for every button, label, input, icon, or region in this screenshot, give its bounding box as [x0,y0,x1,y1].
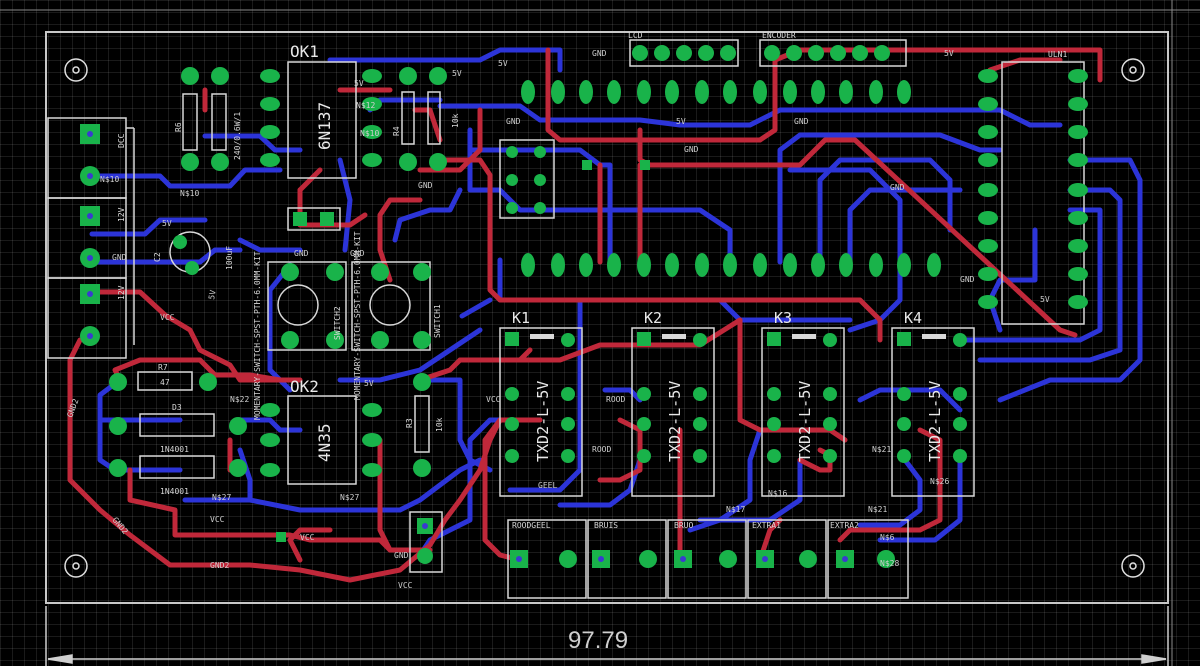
label-r7: R7 [158,363,168,372]
label-k4: K4 [904,309,922,327]
label-c2-value: 100uF [225,246,234,270]
label-con-roodgeel: ROODGEEL [512,521,551,530]
label-switch1: SWITCH1 [433,304,442,338]
board-outline [45,31,1169,604]
net-n27-a: N$27 [340,493,359,502]
label-con-extra1: EXTRA1 [752,521,781,530]
net-n16: N$16 [768,489,787,498]
label-k2-value: TXD2-L-5V [666,381,684,462]
net-gnd-9: GND [394,551,409,560]
net-5v-5: 5V [354,79,364,88]
net-gnd-10: GND [960,275,975,284]
label-term-12v-b: 12V [117,285,126,300]
net-vcc-5: VCC [160,313,175,322]
label-ok2: OK2 [290,377,319,396]
label-lcd: LCD [628,31,643,40]
label-switch2-value: MOMENTARY-SWITCH-SPST-PTH-6.0MM-KIT [253,251,262,420]
net-gnd-11: GND [890,183,905,192]
label-term-12v-a: 12V [117,207,126,222]
label-d-value-1: 1N4001 [160,445,189,454]
net-vcc-1: VCC [210,515,225,524]
label-uln1: ULN1 [1048,50,1067,59]
label-ok1-value: 6N137 [315,102,334,150]
label-term-dcc: DCC [117,133,126,148]
net-n21-a: N$21 [868,505,887,514]
label-c2: C2 [153,252,162,262]
net-n22: N$22 [230,395,249,404]
net-vcc-3: VCC [398,581,413,590]
label-ok1: OK1 [290,42,319,61]
label-k1: K1 [512,309,530,327]
label-r7-value: 47 [160,378,170,387]
pad-drills [87,131,848,562]
label-d-value-2: 1N4001 [160,487,189,496]
label-k3-value: TXD2-L-5V [796,381,814,462]
net-rood-1: ROOD [606,395,625,404]
label-con-bruo: BRUO [674,521,693,530]
pads [80,45,1088,568]
net-n17: N$17 [726,505,745,514]
label-ok2-value: 4N35 [315,423,334,462]
label-k1-value: TXD2-L-5V [534,381,552,462]
net-gnd-2: GND [506,117,521,126]
net-n10-a: N$10 [360,129,379,138]
label-r3: R3 [405,418,414,428]
silkscreen-outlines [47,39,1085,599]
label-switch1-value: MOMENTARY-SWITCH-SPST-PTH-6.0MM-KIT [353,231,362,400]
net-5v-7: 5V [364,379,374,388]
net-vcc-2: VCC [300,533,315,542]
net-gnd-5: GND [418,181,433,190]
label-con-extra2: EXTRA2 [830,521,859,530]
net-5v-1: 5V [498,59,508,68]
net-rood-2: ROOD [592,445,611,454]
label-k4-value: TXD2-L-5V [926,381,944,462]
net-5v-9: 5V [207,289,218,300]
label-r6-value: 240/0.6W/1 [233,112,242,160]
net-vcc-4: VCC [486,395,501,404]
net-n26: N$26 [930,477,949,486]
label-d3: D3 [172,403,182,412]
label-r4: R4 [392,126,401,136]
net-gnd2-1: GND2 [210,561,229,570]
net-n10-c: N$10 [100,175,119,184]
relay-markers [530,334,946,339]
net-gnd-1: GND [592,49,607,58]
net-5v-8: 5V [1040,295,1050,304]
net-n28: N$28 [880,559,899,568]
dimension-width-label: 97.79 [568,627,628,654]
net-gnd-7: GND [294,249,309,258]
label-switch2: SWITCH2 [333,306,342,340]
label-encoder: ENCODER [762,31,796,40]
net-gnd-3: GND [794,117,809,126]
label-r6: R6 [174,122,183,132]
net-5v-2: 5V [944,49,954,58]
label-r4-value: 10k [451,113,460,128]
net-geel: GEEL [538,481,557,490]
label-k3: K3 [774,309,792,327]
net-n21-b: N$21 [872,445,891,454]
label-k2: K2 [644,309,662,327]
label-con-bruis: BRUIS [594,521,618,530]
net-n12: N$12 [356,101,375,110]
net-n10-b: N$10 [180,189,199,198]
net-n27-b: N$27 [212,493,231,502]
net-5v-4: 5V [452,69,462,78]
mounting-holes [64,58,1145,578]
net-5v-3: 5V [676,117,686,126]
net-5v-6: 5V [162,219,172,228]
net-gnd-8: GND [350,249,365,258]
net-gnd-4: GND [684,145,699,154]
net-n6: N$6 [880,533,895,542]
net-gnd-6: GND [112,253,127,262]
label-r3-value: 10k [435,417,444,432]
dimension-line [45,606,1169,666]
